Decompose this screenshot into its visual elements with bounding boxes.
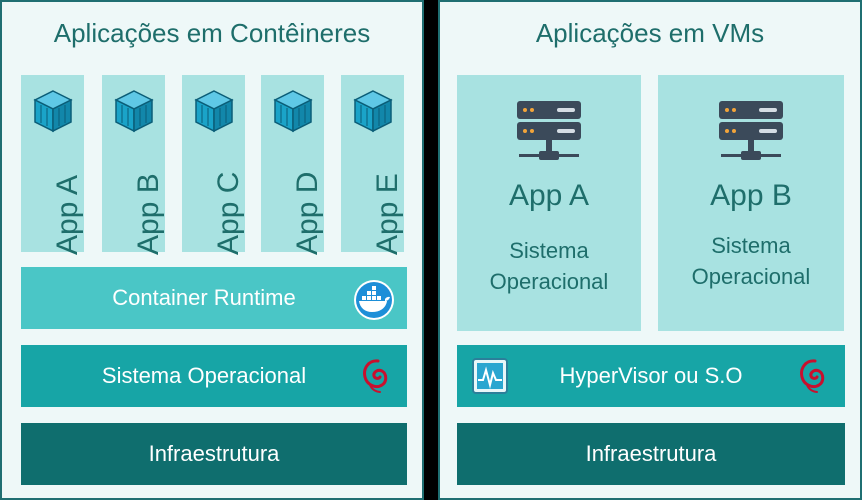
container-runtime-label: Container Runtime	[112, 285, 296, 310]
container-app-c: App C	[182, 75, 245, 255]
cube-icon	[273, 90, 313, 133]
vm-os-line2: Operacional	[691, 264, 811, 289]
container-app-b: App B	[102, 75, 165, 255]
containers-panel: Aplicações em Contêineres App A App B	[0, 0, 424, 500]
infrastructure-layer: Infraestrutura	[457, 423, 845, 485]
hypervisor-label: HyperVisor ou S.O	[559, 363, 743, 388]
container-app-a: App A	[21, 75, 84, 255]
cube-icon	[114, 90, 154, 133]
debian-icon	[363, 359, 388, 393]
vm-app-label: App B	[710, 179, 792, 212]
hypervisor-layer: HyperVisor ou S.O	[457, 345, 845, 407]
vm-os-line2: Operacional	[489, 269, 609, 294]
containers-title: Aplicações em Contêineres	[53, 18, 371, 48]
container-app-e: App E	[341, 75, 404, 255]
cube-icon	[33, 90, 73, 133]
cube-icon	[353, 90, 393, 133]
vm-app-label: App A	[508, 179, 590, 212]
server-icon	[719, 101, 783, 160]
container-app-d: App D	[261, 75, 324, 255]
vm-app-a: App A Sistema Operacional	[457, 75, 641, 331]
server-icon	[517, 101, 581, 160]
vm-app-b: App B Sistema Operacional	[658, 75, 844, 331]
vm-os-line1: Sistema	[711, 233, 791, 258]
infrastructure-label: Infraestrutura	[585, 441, 717, 466]
debian-icon	[800, 359, 825, 393]
vms-panel: Aplicações em VMs App A Sistema Operacio…	[438, 0, 862, 500]
infrastructure-label: Infraestrutura	[148, 441, 280, 466]
container-runtime-layer: Container Runtime	[21, 267, 407, 329]
infrastructure-layer: Infraestrutura	[21, 423, 407, 485]
vms-title: Aplicações em VMs	[535, 18, 765, 48]
vm-os-line1: Sistema	[509, 238, 589, 263]
os-label: Sistema Operacional	[101, 363, 307, 388]
os-layer: Sistema Operacional	[21, 345, 407, 407]
hypervisor-monitor-icon	[472, 358, 508, 394]
cube-icon	[194, 90, 234, 133]
docker-icon	[354, 280, 394, 320]
